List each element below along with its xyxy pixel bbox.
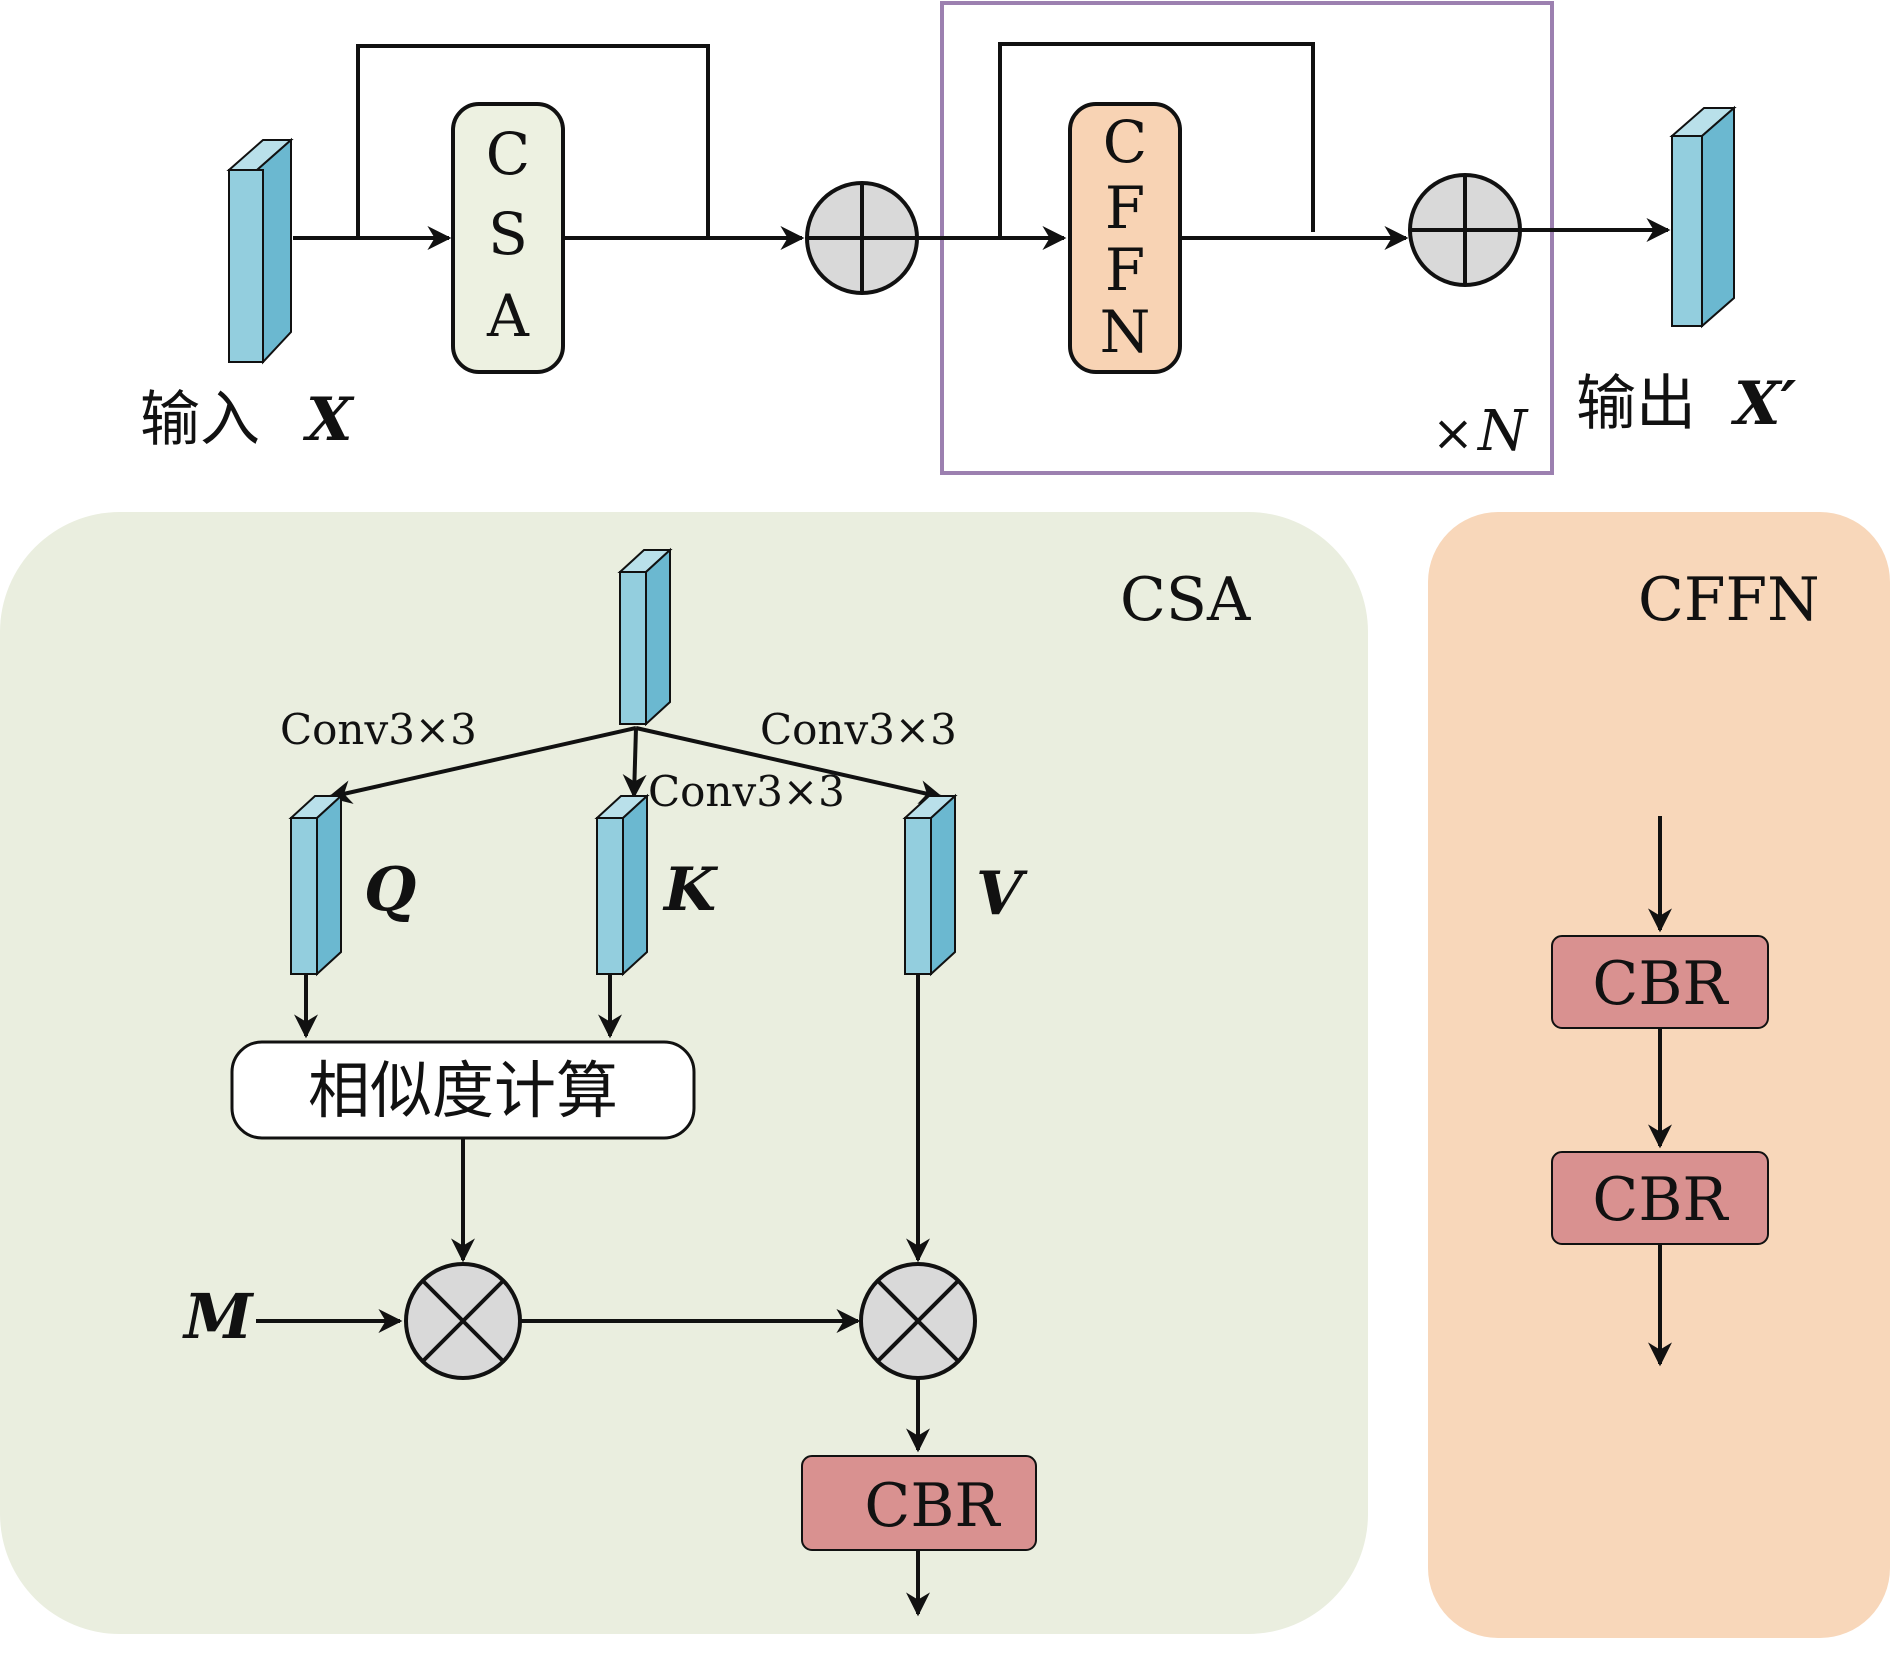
cffn-block-letter-c: C xyxy=(1103,108,1147,176)
input-feature-map xyxy=(226,137,294,365)
multiply-operator-1 xyxy=(404,1262,522,1380)
add-operator-1 xyxy=(805,181,919,295)
k-feature-map xyxy=(594,793,650,977)
cffn-cbr-label-1: CBR xyxy=(1592,949,1729,1019)
k-label: K xyxy=(662,855,719,925)
cffn-block-letter-f1: F xyxy=(1105,174,1145,242)
repeat-times: × xyxy=(1432,404,1474,462)
csa-cbr-label: CBR xyxy=(864,1471,1001,1541)
m-label: M xyxy=(182,1280,255,1353)
multiply-operator-2 xyxy=(859,1262,977,1380)
input-symbol: X xyxy=(302,385,355,455)
conv-left-label: Conv3×3 xyxy=(280,705,477,754)
csa-block-letter-s: S xyxy=(488,200,528,268)
v-label: V xyxy=(976,859,1028,929)
cffn-block-letter-f2: F xyxy=(1105,236,1145,304)
cffn-block-letter-n: N xyxy=(1100,298,1151,366)
output-symbol: X′ xyxy=(1730,369,1797,439)
conv-right-label: Conv3×3 xyxy=(760,705,957,754)
csa-panel-title: CSA xyxy=(1120,565,1251,635)
similarity-label: 相似度计算 xyxy=(308,1054,618,1127)
cffn-panel-title: CFFN xyxy=(1638,565,1820,635)
q-label: Q xyxy=(364,855,416,925)
cffn-cbr-label-2: CBR xyxy=(1592,1165,1729,1235)
v-feature-map xyxy=(902,793,958,977)
input-label: 输入 xyxy=(140,385,260,455)
csa-block-letter-a: A xyxy=(486,282,530,350)
output-label: 输出 xyxy=(1576,369,1696,439)
q-feature-map xyxy=(288,793,344,977)
output-feature-map xyxy=(1669,105,1737,329)
repeat-symbol: N xyxy=(1476,399,1529,464)
csa-block-letter-c: C xyxy=(486,120,530,188)
add-operator-2 xyxy=(1408,173,1522,287)
csa-source-feature-map xyxy=(617,547,673,727)
conv-mid-label: Conv3×3 xyxy=(648,767,845,816)
